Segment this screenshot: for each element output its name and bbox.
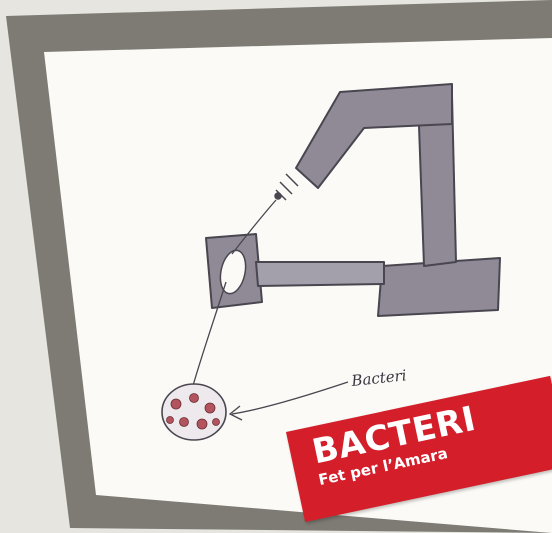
handwritten-bacteria-label: Bacteri [350, 366, 408, 390]
